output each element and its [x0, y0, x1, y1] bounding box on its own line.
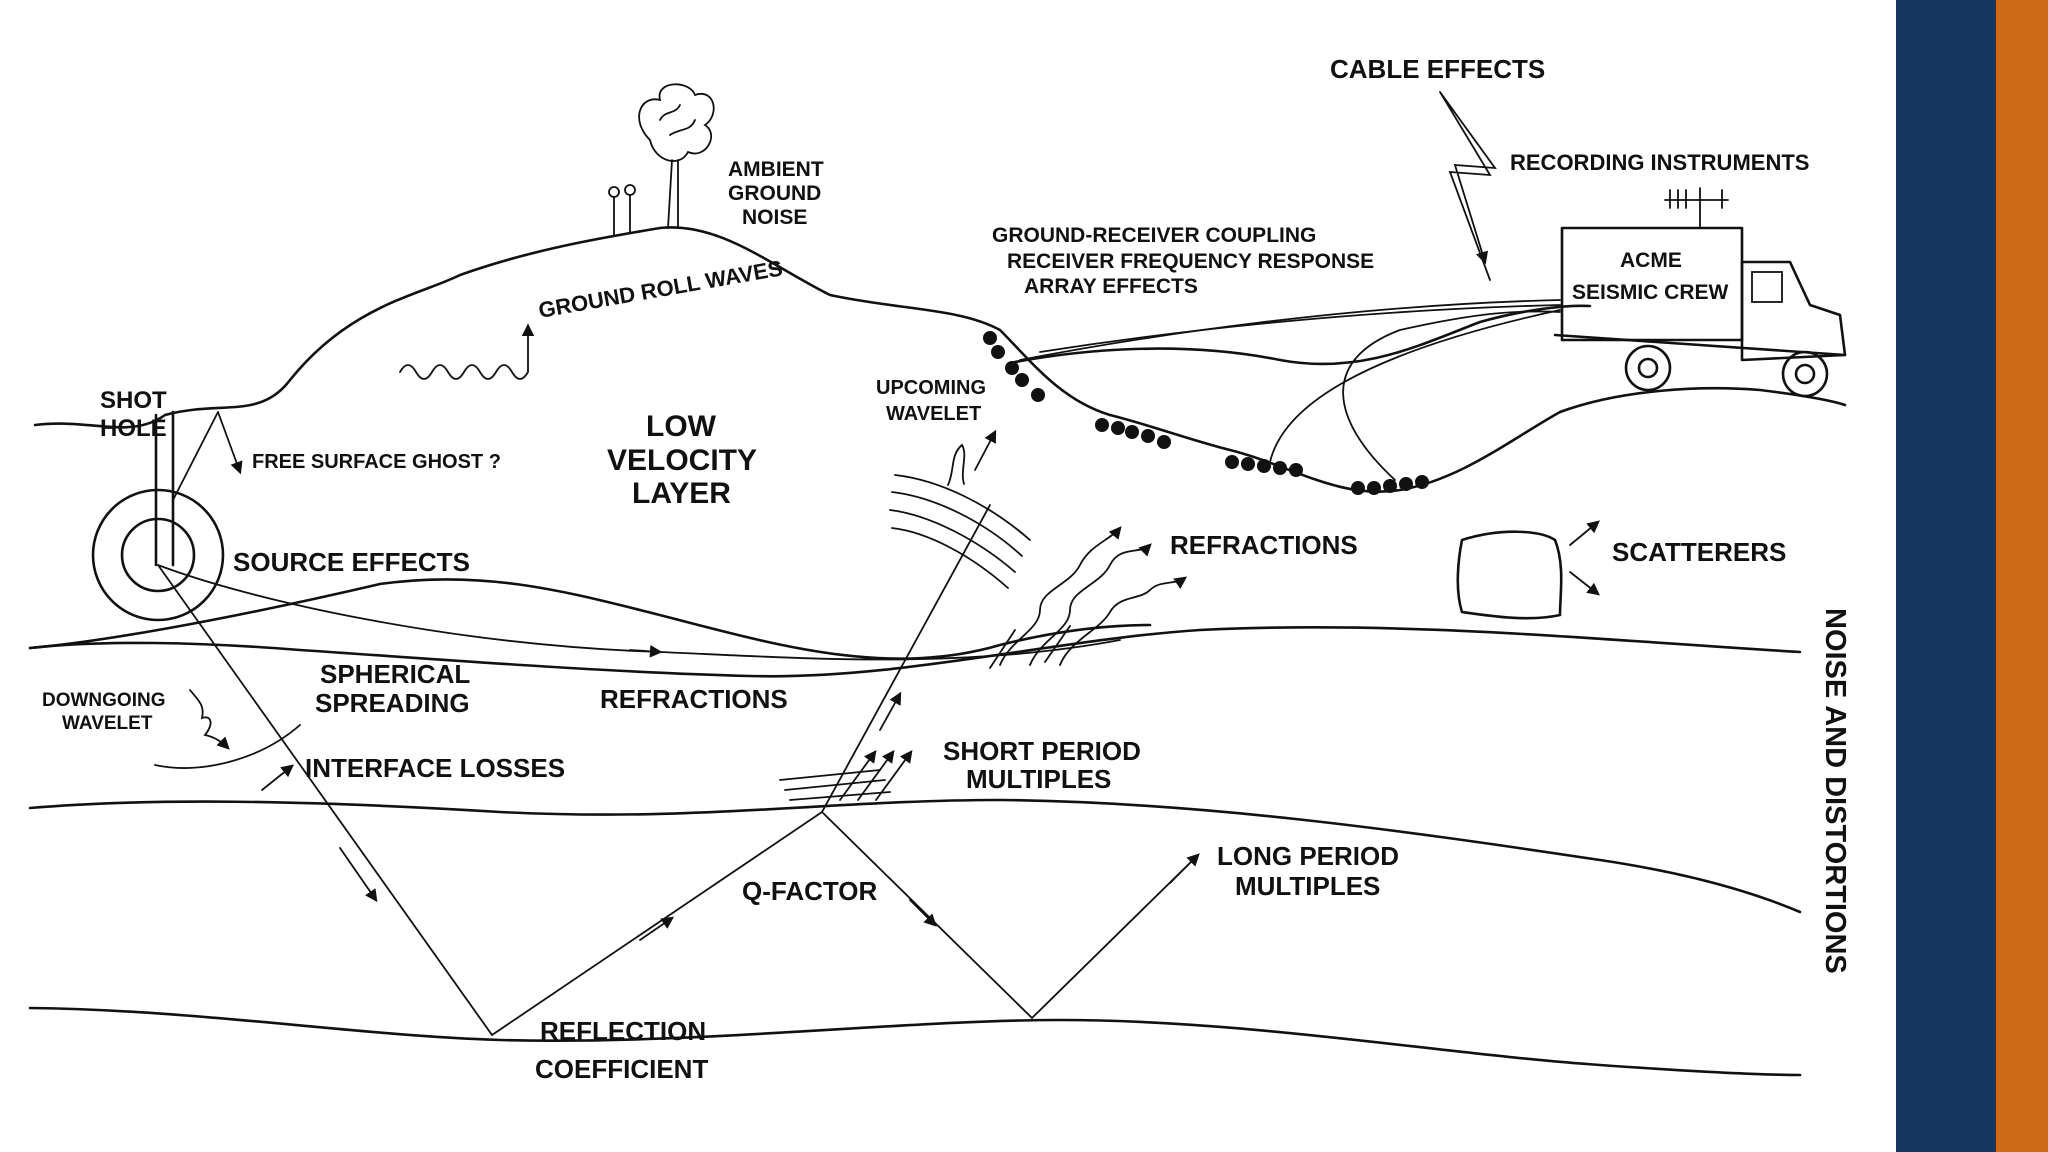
label-short-period-2: MULTIPLES — [966, 764, 1111, 794]
label-lvl-1: LOW — [646, 410, 717, 443]
recording-truck — [1553, 187, 1847, 398]
label-downgoing-1: DOWNGOING — [42, 690, 166, 711]
lightning-bolt-icon — [1439, 91, 1495, 281]
free-surface-ghost-ray — [172, 411, 219, 501]
scatter-arrow-down — [1569, 571, 1600, 596]
label-cable-effects: CABLE EFFECTS — [1330, 54, 1545, 84]
short-period-multiples — [779, 749, 913, 801]
label-coupling-3: ARRAY EFFECTS — [1024, 275, 1198, 298]
interface-loss-arrow — [261, 764, 294, 791]
long-period-arrow-mid — [909, 899, 937, 927]
free-surface-ghost-arrow — [217, 411, 243, 475]
spherical-spreading-arc — [154, 724, 301, 769]
slide-canvas — [0, 0, 1896, 1152]
geophone-groups — [983, 331, 1429, 495]
primary-upgoing-arrow — [639, 916, 675, 941]
label-q-factor: Q-FACTOR — [742, 876, 878, 906]
upcoming-arrow-2 — [974, 429, 997, 471]
refraction-wiggles — [989, 526, 1188, 669]
label-reflection-2: COEFFICIENT — [535, 1054, 708, 1084]
label-truck-2: SEISMIC CREW — [1572, 281, 1729, 304]
seismic-noise-diagram: CABLE EFFECTS RECORDING INSTRUMENTS AMBI… — [28, 54, 1851, 1084]
source-outer-ring — [91, 488, 225, 622]
label-shot-2: HOLE — [100, 415, 167, 442]
label-truck-1: ACME — [1620, 249, 1682, 272]
lvl-base-line — [28, 578, 1152, 660]
label-noise-distortions: NOISE AND DISTORTIONS — [1819, 608, 1851, 974]
scatterer-rock — [1456, 530, 1563, 620]
second-interface-line — [28, 798, 1802, 914]
orange-side-band — [1996, 0, 2048, 1152]
label-reflection-1: REFLECTION — [540, 1016, 706, 1046]
far-field-surface-line — [1013, 304, 1592, 366]
label-ambient-1: AMBIENT — [728, 158, 824, 181]
label-scatterers: SCATTERERS — [1612, 537, 1786, 567]
label-ambient-3: NOISE — [742, 206, 807, 229]
refraction-ray — [157, 564, 1121, 661]
label-short-period-1: SHORT PERIOD — [943, 736, 1141, 766]
label-long-period-2: MULTIPLES — [1235, 871, 1380, 901]
label-lvl-3: LAYER — [632, 477, 731, 510]
diagram-labels: CABLE EFFECTS RECORDING INSTRUMENTS AMBI… — [42, 54, 1851, 1084]
label-spherical-2: SPREADING — [315, 688, 470, 718]
primary-reflection-ray — [157, 504, 991, 1037]
label-ground-roll: GROUND ROLL WAVES — [537, 255, 785, 323]
label-source-effects: SOURCE EFFECTS — [233, 547, 470, 577]
label-downgoing-2: WAVELET — [62, 713, 153, 734]
refractor-line — [28, 625, 1802, 678]
long-period-multiple-ray — [821, 811, 1196, 1020]
receiver-cables — [1019, 299, 1561, 481]
navy-side-band — [1896, 0, 1996, 1152]
label-recording-instruments: RECORDING INSTRUMENTS — [1510, 150, 1809, 175]
label-spherical-1: SPHERICAL — [320, 659, 470, 689]
label-coupling-1: GROUND-RECEIVER COUPLING — [992, 224, 1316, 247]
scatter-arrow-up — [1569, 520, 1600, 546]
ground-surface-line — [33, 226, 1847, 494]
deep-reflector-line — [28, 1006, 1802, 1077]
label-refractions-upper: REFRACTIONS — [1170, 530, 1358, 560]
label-ambient-2: GROUND — [728, 182, 821, 205]
primary-downgoing-arrow — [339, 847, 378, 903]
label-coupling-2: RECEIVER FREQUENCY RESPONSE — [1007, 250, 1374, 273]
label-long-period-1: LONG PERIOD — [1217, 841, 1399, 871]
ground-roll-wiggle — [399, 323, 535, 380]
label-upcoming-1: UPCOMING — [876, 377, 986, 399]
label-free-surface: FREE SURFACE GHOST ? — [252, 451, 501, 473]
refraction-ray-arrow — [629, 645, 663, 658]
label-shot-1: SHOT — [100, 387, 167, 414]
label-refractions-lower: REFRACTIONS — [600, 684, 788, 714]
tree-and-people-sketch — [608, 83, 715, 236]
label-interface-losses: INTERFACE LOSSES — [305, 753, 565, 783]
downgoing-wavelet-wiggle — [189, 689, 230, 750]
label-upcoming-2: WAVELET — [886, 403, 981, 425]
upcoming-arrow-1 — [879, 691, 902, 731]
upcoming-wavefronts — [889, 443, 1031, 589]
source-inner-ring — [120, 517, 196, 593]
label-lvl-2: VELOCITY — [607, 444, 757, 477]
long-period-arrow-end — [1169, 853, 1200, 884]
